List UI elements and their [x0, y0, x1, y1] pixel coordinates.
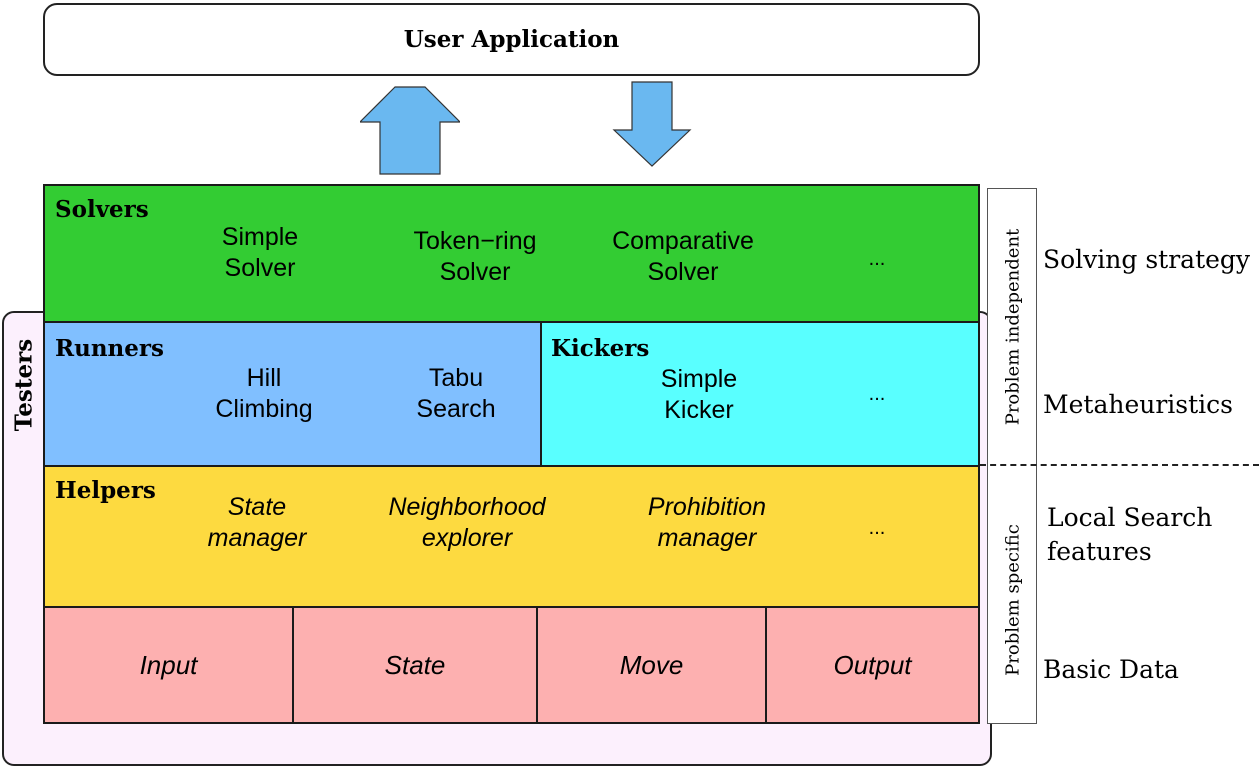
- token-ring-solver: Token−ring Solver: [414, 226, 537, 288]
- simple-kicker: Simple Kicker: [661, 364, 737, 426]
- testers-text: Testers: [10, 338, 38, 432]
- basic-data-output-label: Output: [833, 649, 912, 680]
- prohibition-manager-line1: Prohibition: [647, 493, 767, 521]
- neighborhood-explorer-line1: Neighborhood: [388, 493, 546, 521]
- comparative-solver: Comparative Solver: [612, 226, 754, 288]
- basic-data-move: Move: [536, 606, 767, 724]
- basic-data-state: State: [292, 606, 538, 724]
- simple-solver-line1: Simple: [221, 223, 299, 251]
- simple-solver-line2: Solver: [224, 254, 296, 282]
- state-manager-line2: manager: [207, 524, 307, 552]
- kickers-more: ...: [868, 383, 886, 405]
- user-application-label: User Application: [403, 26, 620, 53]
- state-manager: State manager: [208, 492, 307, 554]
- user-application-box: User Application: [43, 3, 980, 76]
- token-ring-solver-line2: Solver: [439, 258, 511, 286]
- basic-data-move-label: Move: [619, 649, 684, 680]
- solving-strategy-label: Solving strategy: [1043, 245, 1251, 274]
- testers-label: Testers: [6, 330, 42, 440]
- solvers-title: Solvers: [55, 196, 149, 223]
- scope-divider-line: [980, 464, 1259, 466]
- arrow-down-icon: [612, 81, 692, 167]
- simple-kicker-line1: Simple: [660, 365, 738, 393]
- solvers-more: ...: [868, 248, 886, 270]
- tabu-search-line2: Search: [416, 395, 496, 423]
- comparative-solver-line2: Solver: [647, 258, 719, 286]
- runners-layer: Runners Hill Climbing Tabu Search: [43, 321, 542, 467]
- basic-data-input: Input: [43, 606, 294, 724]
- basic-data-output: Output: [765, 606, 980, 724]
- problem-independent-label: Problem independent: [1002, 228, 1024, 426]
- tabu-search: Tabu Search: [416, 363, 495, 425]
- kickers-layer: Kickers Simple Kicker ...: [540, 321, 980, 467]
- state-manager-line1: State: [227, 493, 287, 521]
- metaheuristics-label: Metaheuristics: [1043, 390, 1233, 419]
- basic-data-label: Basic Data: [1043, 655, 1179, 684]
- arrow-up-icon: [360, 86, 460, 175]
- helpers-more: ...: [868, 517, 886, 539]
- kickers-title: Kickers: [551, 335, 650, 362]
- token-ring-solver-line1: Token−ring: [413, 227, 537, 255]
- simple-kicker-line2: Kicker: [664, 396, 734, 424]
- neighborhood-explorer-line2: explorer: [421, 524, 513, 552]
- helpers-layer: Helpers State manager Neighborhood explo…: [43, 465, 980, 608]
- problem-scope-box: Problem independent Problem specific: [987, 188, 1037, 724]
- hill-climbing: Hill Climbing: [215, 363, 312, 425]
- runners-title: Runners: [55, 335, 164, 362]
- hill-climbing-line1: Hill: [246, 364, 282, 392]
- local-search-features-label: Local Search features: [1047, 501, 1212, 569]
- helpers-title: Helpers: [55, 477, 156, 504]
- local-search-line2: features: [1047, 537, 1152, 566]
- tabu-search-line1: Tabu: [428, 364, 484, 392]
- problem-specific-label: Problem specific: [1002, 524, 1024, 676]
- comparative-solver-line1: Comparative: [612, 227, 754, 255]
- prohibition-manager: Prohibition manager: [648, 492, 766, 554]
- hill-climbing-line2: Climbing: [215, 395, 313, 423]
- basic-data-state-label: State: [384, 649, 446, 680]
- local-search-line1: Local Search: [1047, 503, 1213, 532]
- simple-solver: Simple Solver: [222, 222, 298, 284]
- solvers-layer: Solvers Simple Solver Token−ring Solver …: [43, 184, 980, 323]
- prohibition-manager-line2: manager: [657, 524, 757, 552]
- neighborhood-explorer: Neighborhood explorer: [388, 492, 545, 554]
- basic-data-input-label: Input: [139, 649, 198, 680]
